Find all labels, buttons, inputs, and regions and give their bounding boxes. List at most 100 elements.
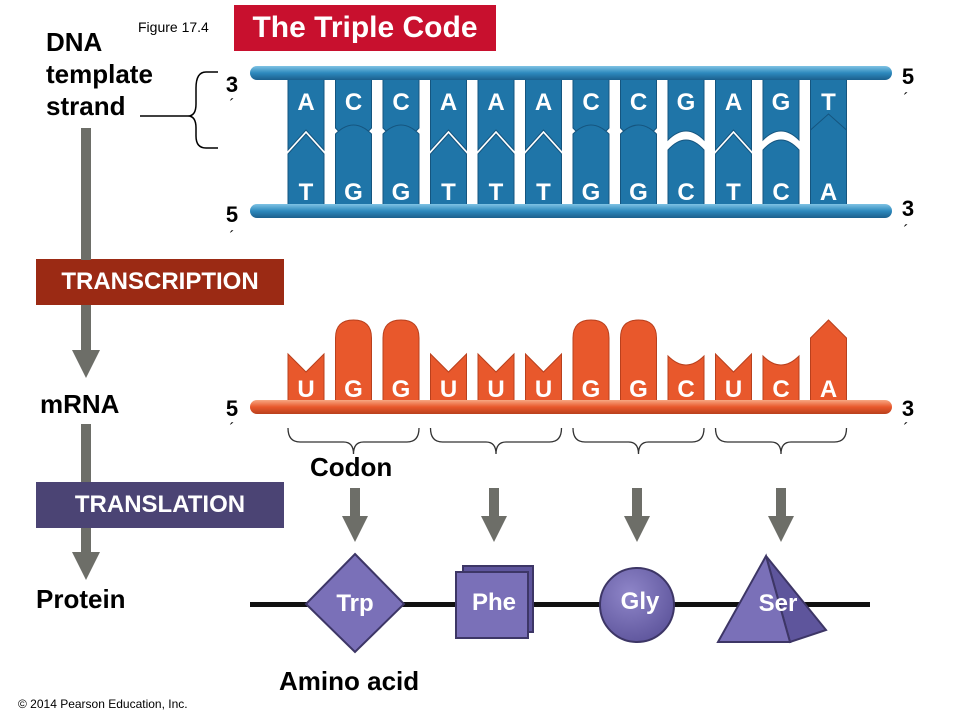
template-base-letter: G <box>677 89 696 116</box>
complementary-base-g <box>620 124 657 207</box>
amino-acid-name: Phe <box>472 589 516 616</box>
arrow-to-mrna <box>72 350 100 378</box>
complementary-base-letter: C <box>772 179 789 206</box>
gly-sphere <box>599 567 675 643</box>
prime-mark: ´ <box>903 421 908 438</box>
figure-title: The Triple Code <box>234 5 496 51</box>
mrna-base-c <box>667 354 705 403</box>
translation-label: TRANSLATION <box>36 482 284 528</box>
codon-brace <box>287 427 420 455</box>
template-base-letter: A <box>725 89 742 116</box>
complementary-base-letter: T <box>726 179 741 206</box>
transcription-label: TRANSCRIPTION <box>36 259 284 305</box>
flow-shaft-dna <box>81 128 91 260</box>
phe-box <box>455 571 529 639</box>
dna-complementary-left-end: 5 <box>226 202 238 227</box>
dna-complementary-right-end: 3 <box>902 196 914 221</box>
mrna-base-letter: A <box>820 376 837 403</box>
codon-brace <box>572 427 705 455</box>
mrna-right-end: 3 <box>902 396 914 421</box>
codon-braces <box>287 427 848 455</box>
complementary-base-c <box>667 139 705 207</box>
protein-label: Protein <box>36 584 126 614</box>
mrna-base-letter: C <box>677 376 694 403</box>
complementary-base-letter: T <box>299 179 314 206</box>
mrna-base-letter: G <box>392 376 411 403</box>
amino-acid-label: Amino acid <box>279 666 420 696</box>
dna-template-right-end: 5 <box>902 64 914 89</box>
template-base-letter: C <box>582 89 599 116</box>
codon-brace <box>429 427 563 455</box>
amino-acid-phe: Phe <box>455 565 534 639</box>
template-base-letter: C <box>392 89 409 116</box>
ser-pyramid-front <box>716 553 792 643</box>
translation-arrow-shaft <box>776 488 786 518</box>
mrna-base-c <box>762 354 800 403</box>
template-base-letter: A <box>535 89 552 116</box>
amino-acid-gly: Gly <box>599 567 675 643</box>
mrna-base-letter: U <box>297 376 314 403</box>
dna-template-strand-label: DNA template strand <box>46 26 153 122</box>
complementary-base-g <box>335 124 372 207</box>
translation-arrow-head <box>768 516 794 542</box>
flow-shaft-mrna <box>81 424 91 482</box>
translation-arrow-head <box>481 516 507 542</box>
flow-shaft-transcription <box>81 305 91 353</box>
complementary-base-letter: G <box>582 179 601 206</box>
template-base-g <box>667 77 705 142</box>
translation-arrow-head <box>624 516 650 542</box>
prime-mark: ´ <box>229 97 234 114</box>
codon-brace <box>714 427 848 455</box>
prime-mark: ´ <box>229 421 234 438</box>
mrna-base-letter: U <box>725 376 742 403</box>
template-base-letter: A <box>487 89 504 116</box>
template-base-letter: G <box>772 89 791 116</box>
mrna-base-letter: U <box>440 376 457 403</box>
dna-complementary-backbone <box>250 204 892 218</box>
mrna-base-g <box>572 319 610 403</box>
template-base-letter: C <box>630 89 647 116</box>
complementary-base-letter: G <box>392 179 411 206</box>
complementary-base-letter: A <box>820 179 837 206</box>
mrna-base-letter: U <box>487 376 504 403</box>
amino-acid-name: Gly <box>621 588 660 615</box>
mrna-base-letter: G <box>582 376 601 403</box>
translation-arrow-shaft <box>350 488 360 518</box>
trp-diamond <box>304 552 406 654</box>
mrna-base-letter: G <box>344 376 363 403</box>
mrna-base-g <box>620 319 657 403</box>
template-base-letter: A <box>297 89 314 116</box>
template-base-g <box>762 77 800 142</box>
mrna-left-end: 5 <box>226 396 238 421</box>
figure-label: Figure 17.4 <box>138 19 209 35</box>
flow-arrows-left <box>72 128 100 580</box>
complementary-base-letter: G <box>629 179 648 206</box>
translation-arrow-head <box>342 516 368 542</box>
flow-shaft-translation <box>81 528 91 554</box>
mrna-base-letter: C <box>772 376 789 403</box>
translation-arrows <box>342 488 794 542</box>
amino-acid-trp: Trp <box>304 552 406 654</box>
complementary-base-g <box>572 124 610 207</box>
dna-label-line-3: strand <box>46 91 126 121</box>
prime-mark: ´ <box>903 223 908 240</box>
strand-end-labels: 3 ´ 5 ´ 5 ´ 3 ´ 5 ´ 3 ´ <box>226 64 914 438</box>
amino-acid-ser: Ser <box>716 553 828 644</box>
arrow-to-protein <box>72 552 100 580</box>
complementary-base-letter: G <box>344 179 363 206</box>
dna-template-backbone <box>250 66 892 80</box>
complementary-base-letter: T <box>441 179 456 206</box>
translation-arrow-shaft <box>489 488 499 518</box>
dna-label-line-1: DNA <box>46 27 103 57</box>
complementary-base-letter: T <box>536 179 551 206</box>
template-base-letter: T <box>821 89 836 116</box>
polypeptide-backbone <box>250 602 870 607</box>
prime-mark: ´ <box>229 229 234 246</box>
mrna-base-g <box>335 319 372 403</box>
complementary-base-letter: C <box>677 179 694 206</box>
complementary-base-c <box>762 139 800 207</box>
translation-arrow-shaft <box>632 488 642 518</box>
copyright-notice: © 2014 Pearson Education, Inc. <box>18 697 188 711</box>
